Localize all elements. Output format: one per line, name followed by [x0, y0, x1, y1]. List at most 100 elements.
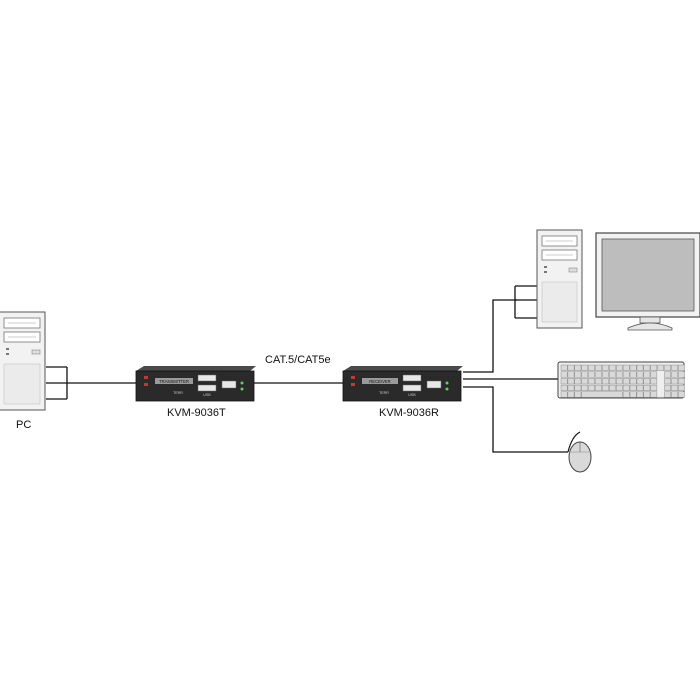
keyboard-key: [643, 391, 651, 398]
keyboard-key: [581, 371, 589, 378]
keyboard-key: [629, 384, 637, 391]
keyboard-key: [567, 371, 575, 378]
keyboard-key: [678, 364, 685, 371]
receiver-panel-text: RECEIVER: [369, 379, 390, 384]
keyboard-key: [664, 378, 671, 385]
keyboard-key: [574, 364, 582, 371]
transmitter-usb-text: USB: [203, 393, 211, 397]
keyboard-key: [581, 378, 589, 385]
remote-pc-tower: [536, 229, 583, 329]
cable-label: CAT.5/CAT5e: [265, 354, 331, 366]
keyboard-key: [650, 364, 658, 371]
transmitter-unit: TRANSMITTER TERR USB: [135, 366, 256, 402]
keyboard-key: [616, 378, 623, 385]
keyboard-key: [643, 378, 651, 385]
keyboard-key: [678, 378, 685, 385]
keyboard-key: [560, 378, 568, 385]
keyboard-key: [664, 391, 671, 398]
keyboard-key: [664, 384, 671, 391]
keyboard-key: [567, 364, 575, 371]
keyboard-key: [616, 371, 623, 378]
keyboard-key: [664, 371, 671, 378]
keyboard-key: [671, 371, 678, 378]
mouse: [567, 431, 592, 473]
keyboard-key: [650, 371, 658, 378]
keyboard-key: [595, 378, 602, 385]
keyboard-key: [609, 384, 616, 391]
keyboard-key: [664, 364, 671, 371]
keyboard-key: [616, 364, 623, 371]
pc-cable-bracket: [46, 366, 68, 400]
transmitter-panel-text: TRANSMITTER: [159, 379, 189, 384]
keyboard-key: [609, 364, 616, 371]
keyboard-key: [678, 371, 685, 378]
keyboard-key: [622, 364, 630, 371]
keyboard-key: [657, 364, 664, 371]
receiver-unit: RECEIVER TERR USB: [342, 366, 463, 402]
receiver-model-label: KVM-9036R: [379, 407, 439, 419]
keyboard-key: [602, 384, 609, 391]
transmitter-model-label: KVM-9036T: [167, 407, 226, 419]
keyboard-key: [560, 364, 568, 371]
keyboard-key: [650, 384, 658, 391]
source-pc-tower: [0, 311, 46, 411]
keyboard-key: [581, 364, 589, 371]
keyboard-key: [574, 378, 582, 385]
keyboard-key: [560, 371, 568, 378]
keyboard-key: [622, 371, 630, 378]
keyboard-key: [567, 391, 575, 398]
keyboard-key: [629, 391, 637, 398]
keyboard-key: [595, 371, 602, 378]
monitor: [595, 232, 700, 331]
keyboard-key: [622, 378, 630, 385]
keyboard-key: [567, 384, 575, 391]
receiver-brand-text: TERR: [379, 391, 389, 395]
keyboard-key: [629, 378, 637, 385]
keyboard-key: [595, 364, 602, 371]
keyboard-key: [622, 384, 630, 391]
transmitter-brand-text: TERR: [173, 391, 183, 395]
keyboard-key: [609, 371, 616, 378]
keyboard-key: [609, 378, 616, 385]
keyboard-key: [560, 384, 568, 391]
keyboard-key: [643, 364, 651, 371]
keyboard-key: [629, 371, 637, 378]
keyboard-key: [643, 384, 651, 391]
keyboard-key: [678, 391, 685, 398]
keyboard-key: [671, 391, 678, 398]
keyboard-key: [643, 371, 651, 378]
keyboard-key: [581, 384, 589, 391]
keyboard-key: [622, 391, 630, 398]
keyboard-key: [588, 364, 595, 371]
keyboard-key: [650, 391, 658, 398]
keyboard: [557, 361, 685, 399]
keyboard-key: [671, 364, 678, 371]
keyboard-key: [636, 378, 644, 385]
keyboard-key: [560, 391, 568, 398]
keyboard-key: [595, 384, 602, 391]
keyboard-key: [588, 378, 595, 385]
keyboard-key: [671, 384, 678, 391]
receiver-usb-text: USB: [408, 393, 416, 397]
keyboard-key: [636, 391, 644, 398]
keyboard-key: [574, 371, 582, 378]
receiver-output-cables: [463, 285, 568, 453]
keyboard-key: [602, 371, 609, 378]
keyboard-key: [567, 378, 575, 385]
keyboard-key: [602, 378, 609, 385]
keyboard-key: [588, 384, 595, 391]
keyboard-key: [636, 384, 644, 391]
keyboard-key: [671, 378, 678, 385]
keyboard-key: [602, 364, 609, 371]
keyboard-key: [636, 364, 644, 371]
keyboard-key: [616, 384, 623, 391]
keyboard-key: [629, 364, 637, 371]
keyboard-key: [650, 378, 658, 385]
keyboard-key: [574, 384, 582, 391]
keyboard-key: [636, 371, 644, 378]
keyboard-key: [574, 391, 582, 398]
keyboard-key: [678, 384, 685, 391]
pc-label: PC: [16, 419, 32, 431]
keyboard-key: [588, 371, 595, 378]
